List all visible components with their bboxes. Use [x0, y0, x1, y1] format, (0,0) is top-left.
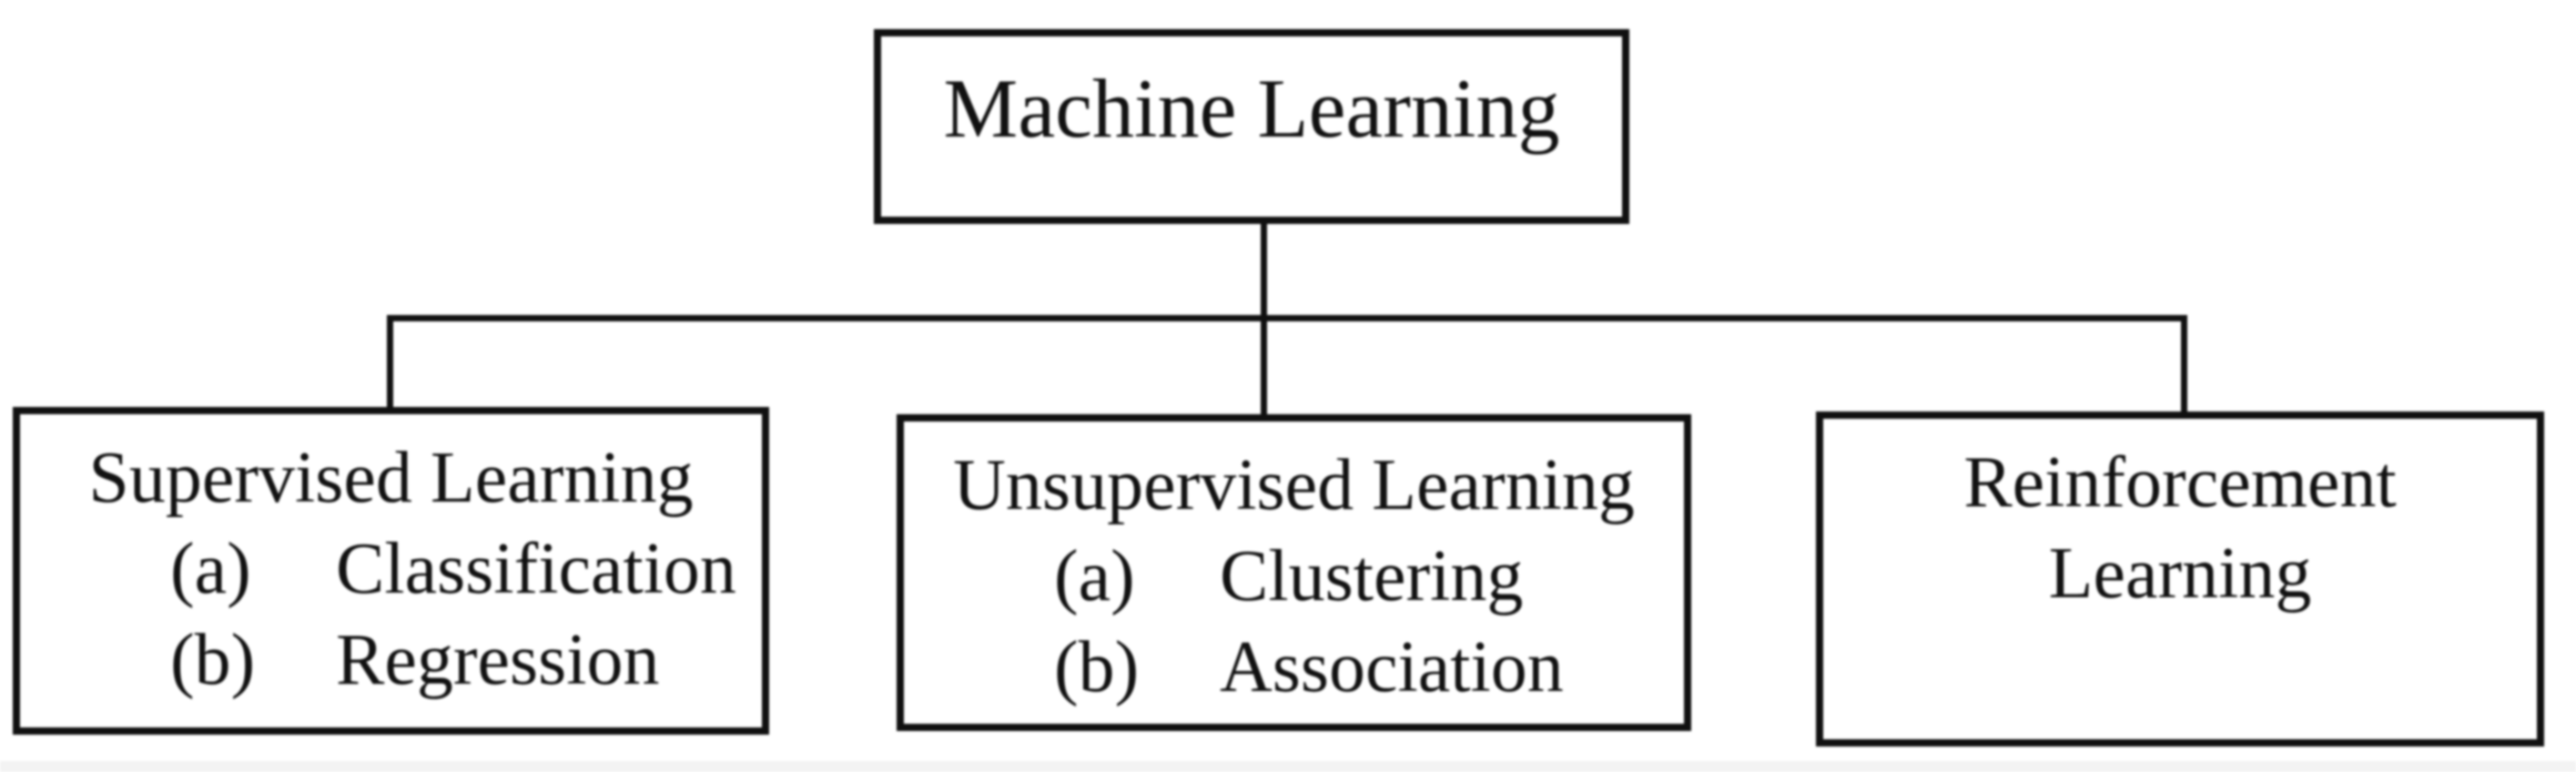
node-reinforcement-learning: Reinforcement Learning — [1816, 411, 2544, 747]
node-unsupervised-learning-title: Unsupervised Learning — [953, 445, 1635, 525]
item-label: Clustering — [1220, 536, 1524, 616]
item-marker: (b) — [1054, 627, 1140, 707]
list-item-association: (b) Association — [904, 622, 1684, 713]
connector-horizontal-rail — [387, 315, 2187, 321]
connector-drop-reinforcement — [2181, 315, 2187, 416]
list-item-regression: (b) Regression — [20, 615, 762, 706]
bottom-edge-strip — [0, 761, 2576, 772]
list-item-classification: (a) Classification — [20, 523, 762, 615]
item-marker: (a) — [1054, 536, 1135, 616]
item-label: Classification — [336, 529, 736, 609]
node-reinforcement-learning-title-line1: Reinforcement — [1963, 442, 2397, 523]
node-machine-learning: Machine Learning — [874, 29, 1629, 224]
node-reinforcement-learning-title-line2: Learning — [2048, 533, 2312, 614]
node-supervised-learning: Supervised Learning (a) Classification (b… — [13, 407, 769, 735]
node-machine-learning-label: Machine Learning — [943, 62, 1560, 155]
node-unsupervised-learning: Unsupervised Learning (a) Clustering (b) A… — [897, 414, 1691, 731]
list-item-clustering: (a) Clustering — [904, 531, 1684, 622]
item-marker: (a) — [170, 529, 251, 609]
item-label: Regression — [336, 620, 660, 700]
connector-drop-supervised — [387, 315, 393, 411]
item-label: Association — [1220, 627, 1564, 707]
node-supervised-learning-title: Supervised Learning — [88, 438, 694, 518]
item-marker: (b) — [170, 620, 256, 700]
